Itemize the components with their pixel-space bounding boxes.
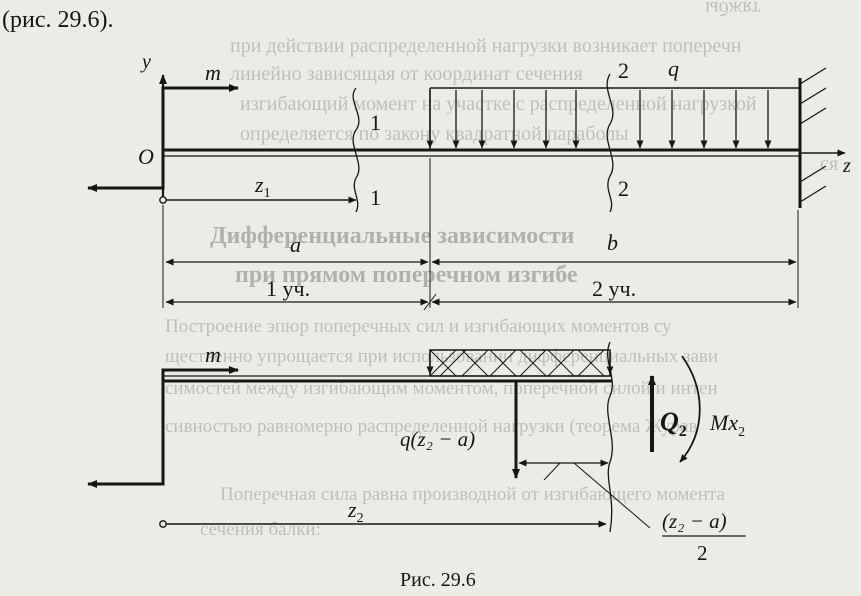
origin-point-bottom	[159, 520, 167, 528]
load-box-hatching	[429, 349, 605, 377]
bleed-line: симостей между изгибающим моментом, попе…	[165, 378, 718, 399]
moment-m-arrow-bottom	[161, 366, 239, 430]
label-section-2-top: 2	[618, 58, 629, 83]
label-Mx2: Mx2	[709, 410, 745, 440]
bleed-line: изгибающий момент на участке с распредел…	[240, 93, 757, 115]
label-load-resultant: q(z₂ − a)	[400, 427, 475, 451]
label-fraction-numerator: (z₂ − a)	[662, 509, 727, 533]
bleed-line: сечения балки:	[200, 519, 321, 540]
label-fraction-denominator: 2	[697, 541, 708, 565]
section-2-cut-bottom	[607, 341, 613, 533]
label-section-1-top: 1	[370, 110, 381, 135]
moment-m-arrow-lower	[87, 154, 165, 192]
label-m-top: m	[205, 60, 221, 85]
label-origin: O	[138, 144, 154, 169]
label-b: b	[607, 230, 618, 255]
origin-point	[159, 196, 167, 204]
bending-moment-Mx2-arc	[679, 355, 701, 463]
bleed-line: Построение эпюр поперечных сил и изгибаю…	[165, 316, 672, 337]
bleed-line: тяжбы	[705, 0, 760, 19]
bleed-line: при действии распределенной нагрузки воз…	[230, 35, 742, 57]
wall-hatching	[799, 67, 827, 203]
label-section-2-bottom: 2	[618, 176, 629, 201]
label-y: y	[140, 51, 151, 73]
half-segment-tick	[543, 462, 561, 481]
moment-m-arrow-bottom-lower	[87, 430, 165, 488]
bleed-heading: Дифференциальные зависимости	[210, 223, 575, 249]
section-divider-tick	[423, 293, 437, 311]
label-z: z	[842, 155, 851, 177]
label-z2: z2	[347, 497, 364, 526]
bleed-through-text: тяжбы при действии распределенной нагруз…	[165, 0, 838, 540]
bleed-heading: при прямом поперечном изгибе	[235, 262, 578, 288]
label-section-1-span: 1 уч.	[266, 276, 310, 301]
label-Q2: Q2	[660, 407, 687, 440]
load-arrows	[426, 90, 772, 149]
bleed-line: определяется по закону квадратной парабо…	[240, 123, 629, 145]
label-m-bottom: m	[205, 342, 221, 367]
bleed-line: сивностью равномерно распределенной нагр…	[165, 416, 698, 437]
figure-reference: (рис. 29.6).	[2, 7, 113, 33]
bleed-line: ся	[820, 153, 838, 175]
labels: y m O 1 1 z1 2 2 q z a b 1 уч. 2 уч. m q…	[138, 51, 851, 591]
label-q: q	[668, 56, 679, 81]
fraction-leader	[573, 462, 651, 529]
label-z1: z1	[254, 172, 271, 201]
figure-caption: Рис. 29.6	[400, 569, 476, 591]
bleed-line: Поперечная сила равна производной от изг…	[220, 484, 726, 505]
section-1-cut	[352, 87, 360, 213]
label-section-2-span: 2 уч.	[592, 276, 636, 301]
label-section-1-bottom: 1	[370, 185, 381, 210]
bleed-line: линейно зависящая от координат сечения	[230, 63, 583, 85]
label-a: a	[290, 232, 301, 257]
section-2-cut	[606, 73, 614, 213]
moment-m-arrow	[161, 84, 239, 154]
